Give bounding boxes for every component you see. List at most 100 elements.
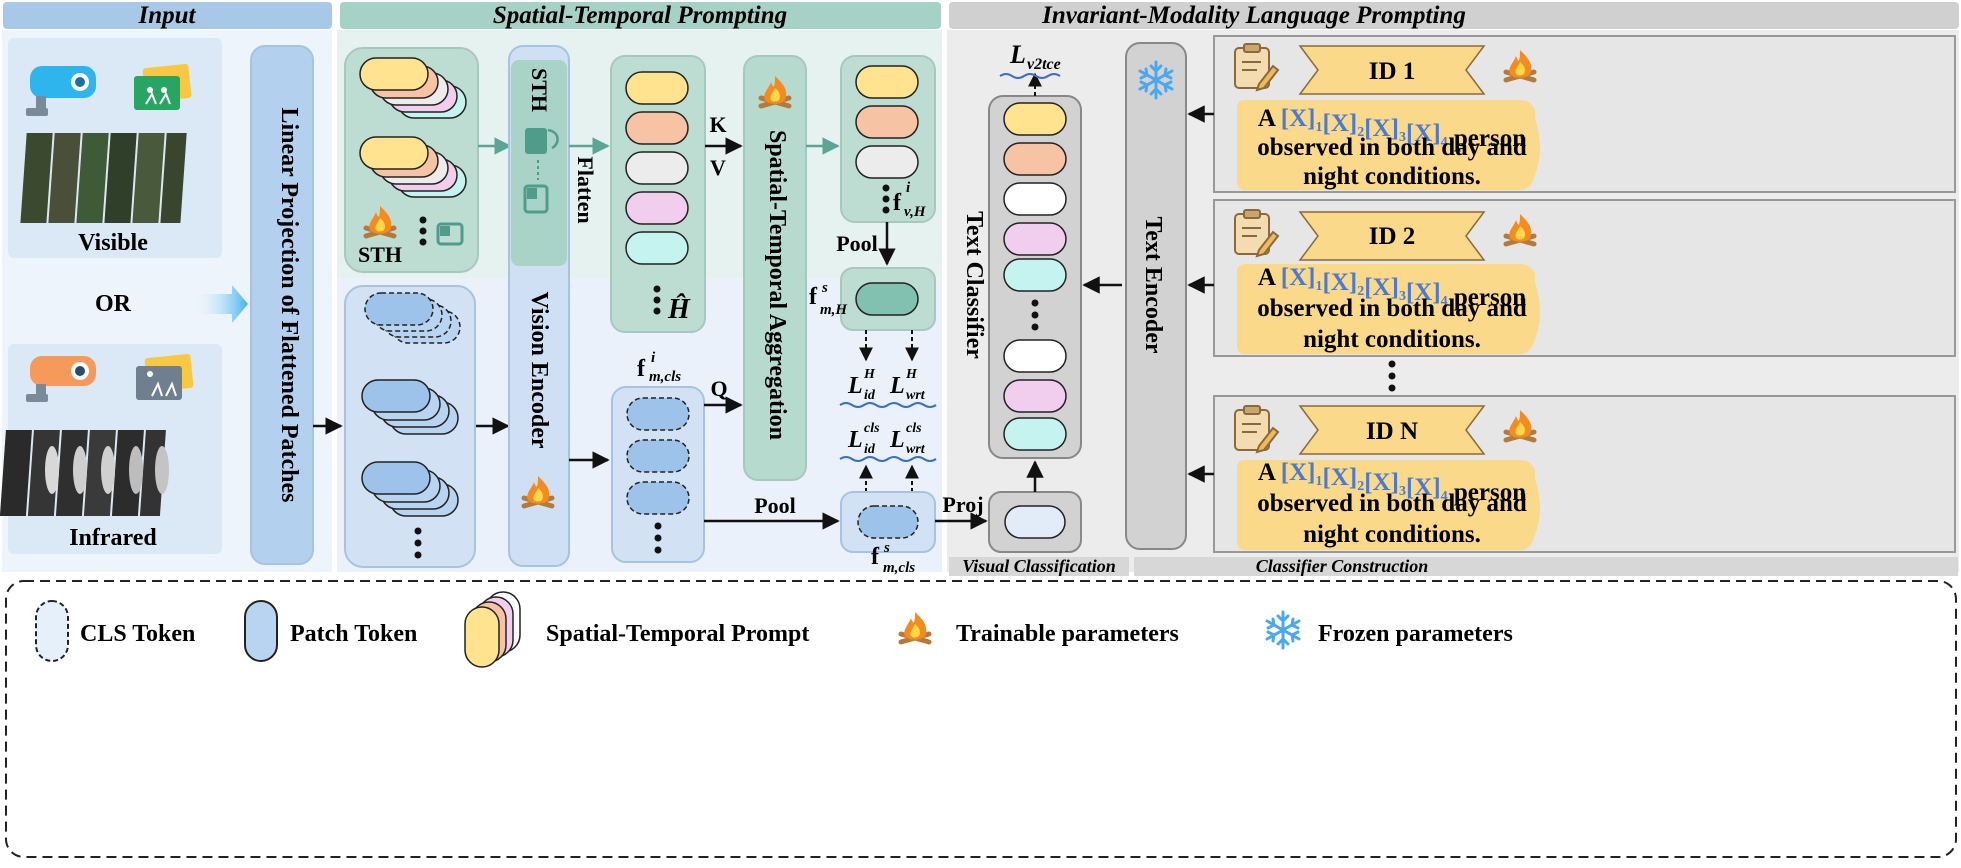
fmh-token bbox=[855, 282, 919, 316]
visual-classification-bar bbox=[949, 557, 1129, 576]
text-encoder-box bbox=[1125, 42, 1187, 550]
camera-icon bbox=[26, 66, 96, 116]
stp-header bbox=[340, 2, 941, 29]
cls-token-1 bbox=[626, 397, 690, 431]
fvh-dots bbox=[882, 184, 890, 214]
proj-token bbox=[1004, 505, 1066, 539]
day-photo-icon bbox=[134, 63, 192, 110]
svg-text:m,H: m,H bbox=[820, 302, 848, 318]
classifier-construction-bar bbox=[1134, 557, 1958, 576]
text-encoder-label: Text Encoder bbox=[1140, 216, 1166, 353]
legend-prompt-label: Spatial-Temporal Prompt bbox=[546, 621, 809, 647]
legend-trainable-label: Trainable parameters bbox=[956, 621, 1179, 647]
svg-text:cls: cls bbox=[864, 421, 880, 436]
tc-token-white-2 bbox=[1003, 339, 1067, 373]
svg-text:f: f bbox=[637, 356, 646, 382]
sth-flow-icon bbox=[523, 128, 559, 214]
night-photo-icon bbox=[136, 353, 194, 400]
cls-token-2 bbox=[626, 439, 690, 473]
visible-frames bbox=[20, 133, 187, 223]
sth-prompt-stack-2 bbox=[359, 136, 467, 198]
lang-header bbox=[949, 2, 1959, 29]
tc-token-pink-2 bbox=[1003, 379, 1067, 413]
h-token-gray bbox=[625, 151, 689, 185]
fvh-token-yellow bbox=[855, 65, 919, 99]
id-card-n: ID N A [X]1[X]2[X]3[X]4 person observed … bbox=[1213, 395, 1956, 553]
id-text-n-line2: observed in both day and bbox=[1257, 490, 1527, 517]
id-text-2-line2: observed in both day and bbox=[1257, 295, 1527, 322]
legend-cls-icon bbox=[35, 600, 69, 662]
svg-text:f: f bbox=[893, 190, 902, 216]
fvh-token-gray bbox=[855, 145, 919, 179]
loss-cls-wave bbox=[839, 456, 937, 462]
svg-text:wrt: wrt bbox=[906, 388, 926, 403]
h-token-yellow bbox=[625, 71, 689, 105]
flatten-label: Flatten bbox=[573, 156, 598, 223]
loss-id-cls: L cls id bbox=[847, 421, 880, 457]
input-header bbox=[3, 2, 332, 29]
patch-token-stack-1 bbox=[361, 379, 459, 435]
legend-prompt-icon bbox=[464, 591, 521, 668]
input-arrow bbox=[190, 285, 248, 323]
patch-dots bbox=[414, 527, 422, 559]
id-label-1: ID 1 bbox=[1369, 58, 1416, 85]
cls-dots bbox=[654, 522, 662, 554]
f-s-m-cls-label: f s m,cls bbox=[871, 540, 915, 576]
aggregation-label: Spatial-Temporal Aggregation bbox=[764, 130, 790, 440]
sth-inner-label: STH bbox=[527, 68, 552, 112]
sth-small-icon bbox=[436, 222, 464, 246]
tc-token-peach bbox=[1003, 142, 1067, 176]
pool-bottom-label: Pool bbox=[754, 493, 796, 518]
id-text-n-line1: A [X]1[X]2[X]3[X]4 person bbox=[1258, 459, 1526, 506]
v-label: V bbox=[710, 155, 726, 180]
id-label-n: ID N bbox=[1366, 418, 1418, 445]
svg-text:id: id bbox=[864, 388, 876, 403]
id-text-2-line1: A [X]1[X]2[X]3[X]4 person bbox=[1258, 264, 1526, 311]
svg-text:v,H: v,H bbox=[904, 204, 927, 220]
lang-header-text: Invariant-Modality Language Prompting bbox=[1041, 2, 1466, 29]
tc-token-yellow bbox=[1003, 102, 1067, 136]
svg-text:f: f bbox=[809, 284, 818, 310]
loss-h-wave bbox=[839, 402, 937, 408]
aggregation-box bbox=[743, 55, 807, 481]
id-dots bbox=[1388, 360, 1396, 392]
svg-text:L: L bbox=[847, 373, 863, 399]
visual-classification-label: Visual Classification bbox=[962, 556, 1116, 576]
f-v-h-label: f i v,H bbox=[893, 180, 927, 220]
svg-text:i: i bbox=[906, 180, 911, 196]
svg-text:f: f bbox=[871, 544, 880, 570]
q-label: Q bbox=[710, 376, 727, 401]
sth-dots bbox=[419, 216, 427, 246]
ir-camera-icon bbox=[26, 356, 96, 402]
fvh-token-peach bbox=[855, 105, 919, 139]
linear-projection-label: Linear Projection of Flattened Patches bbox=[276, 107, 302, 502]
patch-token-stack-2 bbox=[361, 461, 459, 517]
svg-text:L: L bbox=[889, 373, 905, 399]
f-m-cls-i-label: f i m,cls bbox=[637, 350, 681, 385]
proj-label: Proj bbox=[942, 492, 983, 517]
id-text-n-line3: night conditions. bbox=[1303, 521, 1481, 548]
tc-token-cyan-1 bbox=[1003, 258, 1067, 292]
h-token-cyan bbox=[625, 231, 689, 265]
sth-prompt-stack-1 bbox=[359, 57, 467, 119]
linear-projection-box bbox=[250, 45, 314, 565]
id-text-1-line3: night conditions. bbox=[1303, 163, 1481, 190]
svg-text:i: i bbox=[651, 350, 656, 366]
tc-token-white-1 bbox=[1003, 182, 1067, 216]
h-hat-label: Ĥ bbox=[667, 294, 691, 325]
svg-text:L: L bbox=[889, 427, 905, 453]
h-token-pink bbox=[625, 191, 689, 225]
loss-v2tce-wave bbox=[999, 73, 1061, 79]
svg-text:cls: cls bbox=[906, 421, 922, 436]
svg-text:s: s bbox=[821, 280, 828, 296]
pool-top-label: Pool bbox=[836, 231, 878, 256]
svg-text:L: L bbox=[847, 427, 863, 453]
infrared-frames bbox=[0, 430, 169, 516]
svg-text:H: H bbox=[905, 367, 918, 382]
k-label: K bbox=[709, 112, 726, 137]
h-token-peach bbox=[625, 111, 689, 145]
or-label: OR bbox=[95, 291, 132, 317]
f-m-h-label: f s m,H bbox=[809, 280, 848, 318]
infrared-label: Infrared bbox=[69, 525, 157, 551]
visible-label: Visible bbox=[78, 230, 148, 256]
